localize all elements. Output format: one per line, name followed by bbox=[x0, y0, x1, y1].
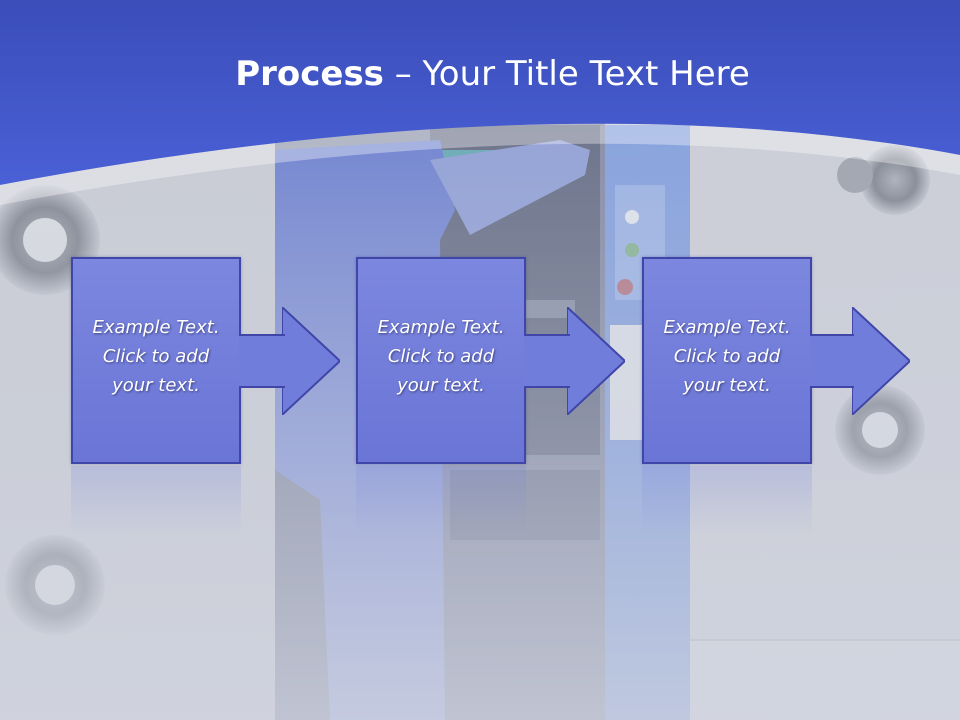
arrow-right-icon bbox=[852, 307, 910, 415]
arrow-shaft-3 bbox=[810, 334, 854, 388]
title-rest: – Your Title Text Here bbox=[383, 54, 750, 94]
step-1-text[interactable]: Example Text. Click to add your text. bbox=[73, 313, 239, 400]
step-1-line-1: Example Text. bbox=[92, 317, 220, 338]
process-step-1[interactable]: Example Text. Click to add your text. bbox=[71, 257, 241, 464]
arrow-shaft-2 bbox=[524, 334, 570, 388]
step-1-line-2: Click to add bbox=[102, 346, 210, 367]
step-1-line-3: your text. bbox=[112, 375, 200, 396]
arrow-shaft-1 bbox=[239, 334, 285, 388]
process-step-2[interactable]: Example Text. Click to add your text. bbox=[356, 257, 526, 464]
step-3-line-3: your text. bbox=[683, 375, 771, 396]
step-1-reflection bbox=[71, 466, 241, 536]
arrow-right-icon bbox=[567, 307, 625, 415]
step-2-reflection bbox=[356, 466, 526, 536]
step-2-line-2: Click to add bbox=[387, 346, 495, 367]
step-2-line-3: your text. bbox=[397, 375, 485, 396]
step-3-reflection bbox=[642, 466, 812, 536]
process-step-3[interactable]: Example Text. Click to add your text. bbox=[642, 257, 812, 464]
step-3-text[interactable]: Example Text. Click to add your text. bbox=[644, 313, 810, 400]
arrow-right-icon bbox=[282, 307, 340, 415]
step-2-text[interactable]: Example Text. Click to add your text. bbox=[358, 313, 524, 400]
step-3-line-2: Click to add bbox=[673, 346, 781, 367]
step-2-line-1: Example Text. bbox=[377, 317, 505, 338]
title-bold: Process bbox=[235, 54, 384, 94]
slide-title: Process – Your Title Text Here bbox=[0, 52, 960, 96]
step-3-line-1: Example Text. bbox=[663, 317, 791, 338]
